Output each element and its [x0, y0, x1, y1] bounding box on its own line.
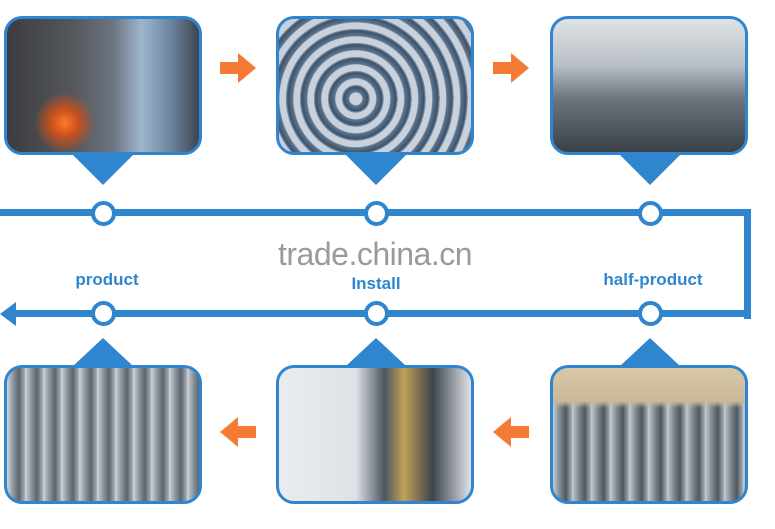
pointer-up-icon	[73, 338, 133, 366]
timeline-node	[91, 301, 116, 326]
workshop-photo	[550, 16, 748, 155]
machining-photo	[276, 365, 474, 504]
arrow-left-icon	[220, 417, 256, 447]
timeline-arrowhead-icon	[0, 302, 16, 326]
arrow-left-icon	[493, 417, 529, 447]
timeline-node	[364, 201, 389, 226]
arrow-right-icon	[493, 53, 529, 83]
rings-stock-photo	[276, 16, 474, 155]
finished-flanges-photo	[4, 365, 202, 504]
timeline-node	[364, 301, 389, 326]
pointer-up-icon	[620, 338, 680, 366]
timeline-node	[638, 201, 663, 226]
pointer-down-icon	[620, 155, 680, 185]
pointer-up-icon	[346, 338, 406, 366]
arrow-right-icon	[220, 53, 256, 83]
timeline-right-line	[744, 209, 751, 319]
pointer-down-icon	[73, 155, 133, 185]
half-product-photo	[550, 365, 748, 504]
label-product: product	[75, 270, 139, 289]
timeline-node	[638, 301, 663, 326]
watermark: trade.china.cn	[278, 236, 473, 272]
forging-photo	[4, 16, 202, 155]
label-install: Install	[351, 274, 401, 293]
timeline-node	[91, 201, 116, 226]
pointer-down-icon	[346, 155, 406, 185]
label-half-product: half-product	[603, 270, 703, 289]
